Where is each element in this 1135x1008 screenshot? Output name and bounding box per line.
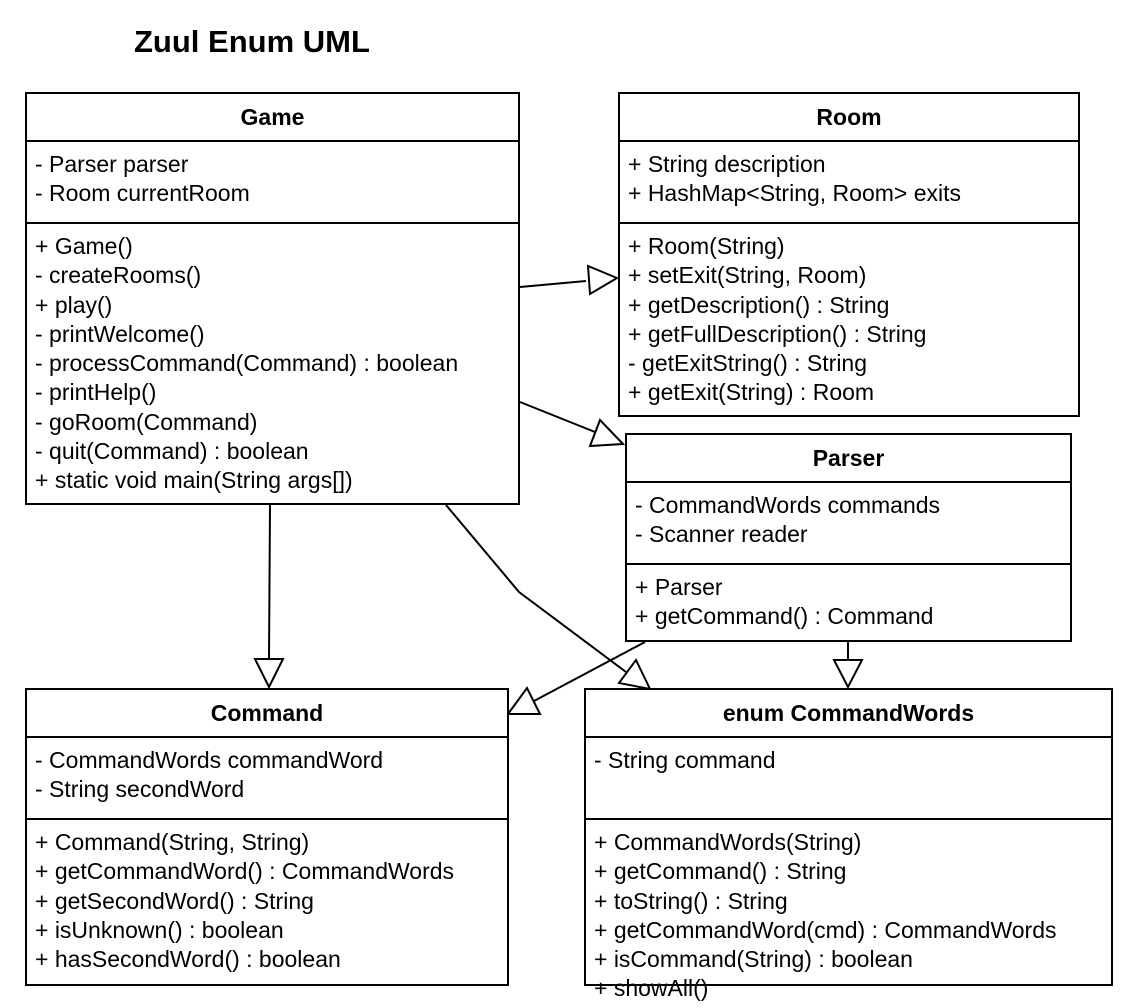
method: - goRoom(Command) [35,408,258,435]
attribute: + String description [628,151,826,177]
method: + showAll() [594,975,709,1002]
arrowhead-game-parser [588,418,626,448]
edge-game-command [268,504,271,659]
class-parser: Parser - CommandWords commands - Scanner… [625,433,1072,642]
attributes-section: + String description + HashMap<String, R… [620,142,1078,224]
methods-section: + CommandWords(String) + getCommand() : … [586,820,1111,1004]
edge-game-commandwords [445,504,627,673]
method: + Room(String) [628,233,785,259]
method: - printHelp() [35,379,157,406]
method: + getFullDescription() : String [628,320,927,347]
method: - printWelcome() [35,320,205,347]
methods-section: + Parser + getCommand() : Command [627,565,1070,632]
method: + Game() [35,233,133,259]
method: + hasSecondWord() : boolean [35,946,341,973]
arrowhead-game-command [253,658,285,690]
attribute: - Room currentRoom [35,180,250,207]
arrowhead-game-room [586,264,620,296]
attribute: - String command [594,747,776,773]
method: - createRooms() [35,262,202,289]
class-name: Game [27,94,518,142]
attribute: - String secondWord [35,776,245,803]
class-name: Command [27,690,507,738]
methods-section: + Game() - createRooms() + play() - prin… [27,224,518,496]
class-name: enum CommandWords [586,690,1111,738]
methods-section: + Room(String) + setExit(String, Room) +… [620,224,1078,408]
method: + getCommandWord(cmd) : CommandWords [594,916,1057,943]
method: - processCommand(Command) : boolean [35,350,459,377]
attribute: - CommandWords commandWord [35,747,384,773]
method: + CommandWords(String) [594,829,862,855]
class-commandwords: enum CommandWords - String command + Com… [584,688,1113,1001]
arrowhead-parser-command [506,686,542,715]
diagram-title: Zuul Enum UML [134,24,370,59]
edge-game-room [519,280,587,288]
method: + Command(String, String) [35,829,310,855]
attributes-section: - Parser parser - Room currentRoom [27,142,518,224]
method: + getCommandWord() : CommandWords [35,858,455,885]
method: + toString() : String [594,887,788,914]
method: + getDescription() : String [628,291,890,318]
method: + setExit(String, Room) [628,262,867,289]
method: + isUnknown() : boolean [35,916,284,943]
attribute: - Parser parser [35,151,189,177]
attribute: - CommandWords commands [635,492,941,518]
methods-section: + Command(String, String) + getCommandWo… [27,820,507,974]
attributes-section: - String command [586,738,1111,820]
edge-parser-command [533,641,646,702]
arrowhead-parser-commandwords [832,659,864,690]
method: + Parser [635,574,723,600]
method: + play() [35,291,113,318]
method: + isCommand(String) : boolean [594,946,913,973]
method: + getCommand() : String [594,858,847,885]
method: + getExit(String) : Room [628,379,875,406]
attribute: - Scanner reader [635,521,808,548]
arrowhead-game-commandwords [617,658,652,691]
method: - getExitString() : String [628,350,868,377]
class-room: Room + String description + HashMap<Stri… [618,92,1080,417]
attribute: + HashMap<String, Room> exits [628,180,962,207]
edge-game-parser [519,401,596,433]
attributes-section: - CommandWords commandWord - String seco… [27,738,507,820]
method: + getCommand() : Command [635,603,934,630]
class-name: Room [620,94,1078,142]
class-game: Game - Parser parser - Room currentRoom … [25,92,520,505]
method: - quit(Command) : boolean [35,438,309,465]
method: + static void main(String args[]) [35,467,353,494]
method: + getSecondWord() : String [35,887,314,914]
attributes-section: - CommandWords commands - Scanner reader [627,483,1070,565]
class-command: Command - CommandWords commandWord - Str… [25,688,509,986]
class-name: Parser [627,435,1070,483]
